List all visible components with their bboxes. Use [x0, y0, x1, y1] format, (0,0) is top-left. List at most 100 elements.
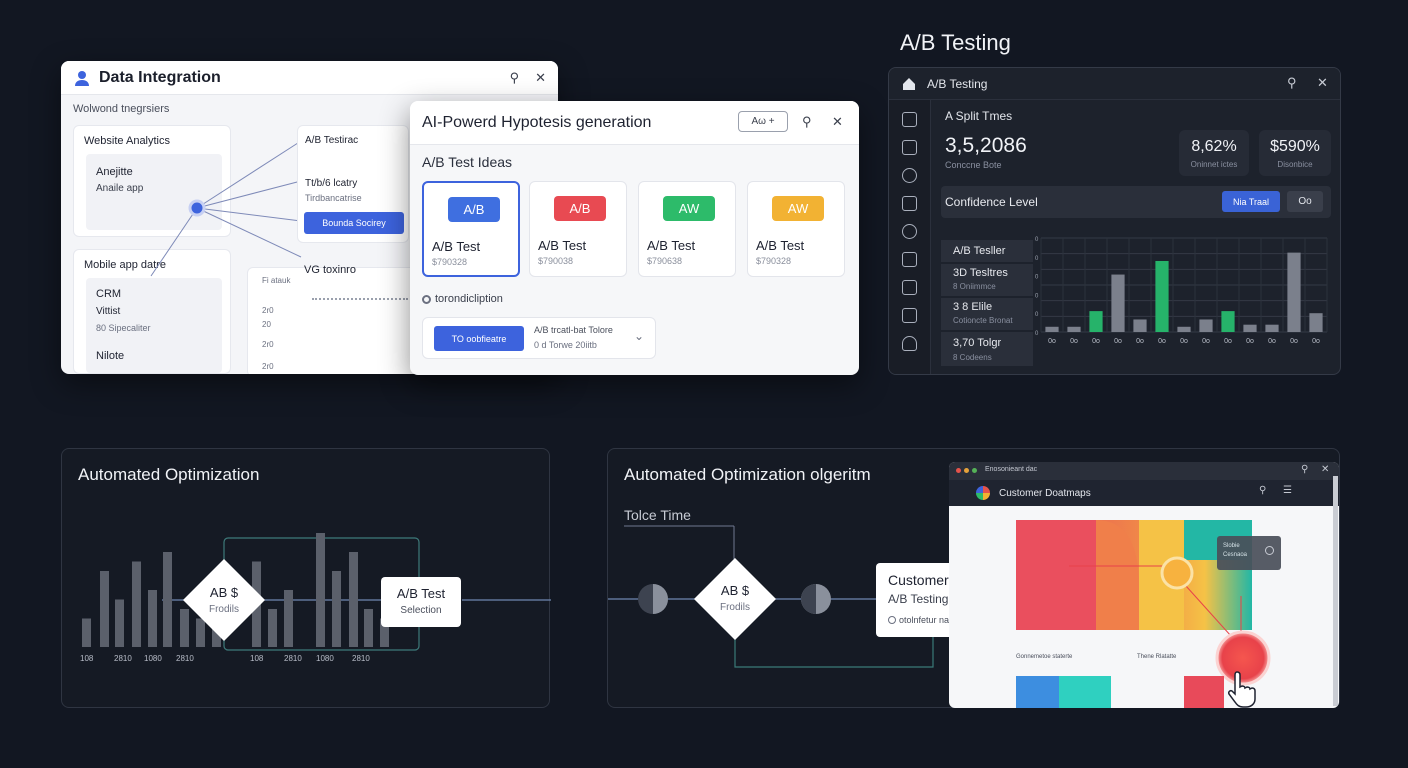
- x-tick-label: 0o: [1048, 338, 1056, 345]
- home-icon[interactable]: [902, 77, 916, 91]
- book-nav-icon[interactable]: [902, 280, 917, 295]
- kpi-label: Disonbice: [1277, 160, 1313, 169]
- confidence-label: Confidence Level: [945, 195, 1038, 209]
- y-tick-label: 0: [1035, 237, 1039, 243]
- data-integration-title: Data Integration: [99, 68, 221, 86]
- action-dropdown[interactable]: A/B trcatl-bat Tolore 0 d Torwe 20iitb ⌄: [520, 317, 656, 359]
- metric-value: 3,5,2086: [945, 134, 1027, 157]
- metric-label: A Split Tmes: [945, 109, 1013, 123]
- diamond-title: AB $: [209, 585, 239, 600]
- headset-nav-icon[interactable]: [902, 336, 917, 351]
- x-tick-label: 0o: [1136, 338, 1144, 345]
- idea-sub: $790328: [756, 256, 792, 266]
- close-icon[interactable]: ✕: [832, 114, 843, 129]
- node-sub: A/B Testing: [888, 592, 949, 606]
- x-tick-label: 1080: [144, 654, 162, 663]
- chart-bar: [196, 618, 205, 647]
- ab-selection-node[interactable]: A/B Test Selection: [381, 577, 461, 627]
- list-item[interactable]: 3,70 Tolgr 8 Codeens: [941, 332, 1033, 366]
- algo-flow-lines: [608, 525, 934, 668]
- confidence-row: Confidence Level Nia Traal Oo: [941, 186, 1331, 218]
- action-button[interactable]: TO oobfieatre: [434, 326, 524, 351]
- website-analytics-body: Anejitte Anaile app: [86, 154, 222, 230]
- chart-bar: [1155, 260, 1169, 332]
- copy-nav-icon[interactable]: [902, 140, 917, 155]
- x-tick-label: 0o: [1224, 338, 1232, 345]
- gauge-nav-icon[interactable]: [902, 168, 917, 183]
- ab-sidebar: [889, 100, 931, 374]
- search-icon[interactable]: ⚲: [802, 114, 812, 129]
- edit-nav-icon[interactable]: [902, 308, 917, 323]
- ab-card-button[interactable]: Bounda Socirey: [304, 212, 404, 234]
- metric-sub: Conccne Bote: [945, 160, 1002, 170]
- idea-card-1[interactable]: A/B A/B Test $790328: [422, 181, 520, 277]
- list-item-sub: 8 Codeens: [953, 353, 992, 362]
- x-tick-label: 2810: [284, 654, 302, 663]
- minimize-dot[interactable]: [964, 468, 969, 473]
- chart-bar: [1309, 313, 1323, 332]
- radio-icon: [422, 294, 431, 304]
- chart-bar: [148, 590, 157, 647]
- idea-card-2[interactable]: A/B A/B Test $790038: [529, 181, 627, 277]
- toggle-on-button[interactable]: Nia Traal: [1222, 191, 1280, 212]
- close-icon[interactable]: ✕: [535, 69, 546, 85]
- idea-title: A/B Test: [538, 238, 587, 253]
- mobile-app-card[interactable]: Mobile app datre CRM Vittist 80 Sipecali…: [73, 249, 231, 374]
- chart-bar: [316, 533, 325, 647]
- close-icon[interactable]: ✕: [1321, 464, 1330, 475]
- hypothesis-title: AI-Powerd Hypotesis generation: [422, 114, 652, 131]
- search-icon[interactable]: ⚲: [509, 69, 520, 85]
- list-item[interactable]: A/B Tesller: [941, 240, 1033, 262]
- close-icon[interactable]: ✕: [1317, 75, 1328, 90]
- vg-tick-3: 2r0: [262, 340, 274, 349]
- ab-testing-card[interactable]: A/B Testirac Tt/b/6 lcatry Tirdbancatris…: [297, 125, 409, 243]
- search-icon[interactable]: ⚲: [1259, 485, 1267, 496]
- idea-card-3[interactable]: AW A/B Test $790638: [638, 181, 736, 277]
- website-line2: Anaile app: [96, 183, 144, 194]
- heatmap-header: Customer Doatmaps ⚲ ☰: [949, 480, 1339, 506]
- chart-bar: [1089, 311, 1103, 332]
- list-item[interactable]: 3D Tesltres 8 Oniimmce: [941, 264, 1033, 296]
- mobile-item-4: Nilote: [96, 350, 125, 362]
- list-item[interactable]: 3 8 Elile Cotioncte Bronat: [941, 298, 1033, 330]
- hypothesis-titlebar: AI-Powerd Hypotesis generation Aω + ⚲ ✕: [410, 101, 859, 145]
- dropdown-line1: A/B trcatl-bat Tolore: [534, 325, 613, 335]
- x-tick-label: 108: [80, 654, 94, 663]
- scrollbar[interactable]: [1333, 476, 1338, 706]
- chart-bar: [115, 599, 124, 647]
- chat-nav-icon[interactable]: [902, 252, 917, 267]
- maximize-dot[interactable]: [972, 468, 977, 473]
- x-tick-label: 2810: [114, 654, 132, 663]
- chart-bar: [1067, 326, 1081, 332]
- idea-chip: A/B: [448, 197, 500, 222]
- chart-bar: [132, 561, 141, 647]
- chart-bar: [1221, 311, 1235, 332]
- idea-title: A/B Test: [647, 238, 696, 253]
- idea-card-4[interactable]: AW A/B Test $790328: [747, 181, 845, 277]
- search-icon[interactable]: ⚲: [1287, 75, 1297, 90]
- close-dot[interactable]: [956, 468, 961, 473]
- chart-bar: [1243, 324, 1257, 332]
- vg-trend-line: [312, 298, 408, 300]
- x-tick-label: 0o: [1180, 338, 1188, 345]
- description-option[interactable]: torondicliption: [422, 293, 503, 305]
- ab-badge[interactable]: Aω +: [738, 111, 788, 132]
- idea-sub: $790328: [432, 257, 468, 267]
- toggle-off-button[interactable]: Oo: [1287, 191, 1323, 212]
- tooltip-text: Slobie Cesnaoa: [1223, 543, 1248, 558]
- list-item-title: 3,70 Tolgr: [953, 337, 1002, 349]
- list-item-sub: 8 Oniimmce: [953, 282, 996, 291]
- website-analytics-card[interactable]: Website Analytics Anejitte Anaile app: [73, 125, 231, 237]
- chart-bar: [380, 618, 389, 647]
- mobile-card-title: Mobile app datre: [84, 259, 166, 271]
- vg-card-title: VG toxinro: [304, 264, 356, 276]
- bottom-label-1: Gonnemetoe staterte: [1016, 654, 1073, 660]
- download-nav-icon[interactable]: [902, 224, 917, 239]
- customer-heatmaps-window: Enosonieant dac ⚲ ✕ Customer Doatmaps ⚲ …: [949, 462, 1339, 708]
- menu-icon[interactable]: ☰: [1283, 485, 1292, 496]
- grid-nav-icon[interactable]: [902, 196, 917, 211]
- home-nav-icon[interactable]: [902, 112, 917, 127]
- search-icon[interactable]: ⚲: [1301, 464, 1309, 475]
